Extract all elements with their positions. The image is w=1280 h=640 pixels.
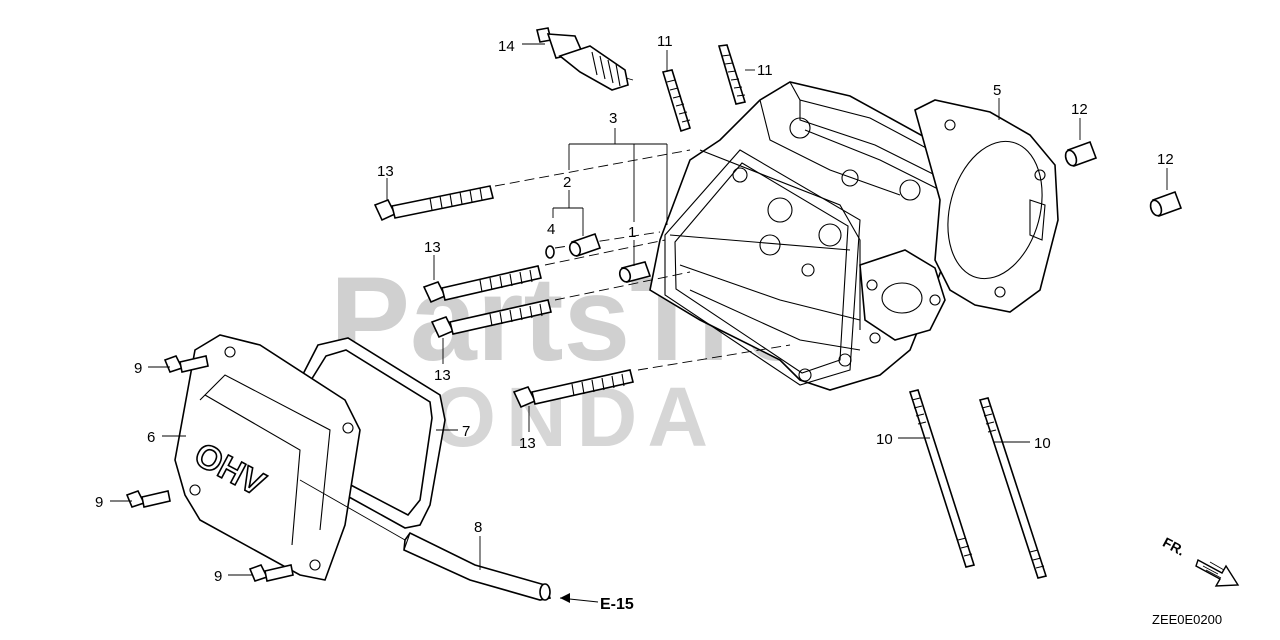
section-reference: E-15: [560, 593, 634, 613]
leader-lines: [110, 43, 1168, 603]
callout-11-right: 11: [757, 62, 773, 79]
callout-9-bottom: 9: [214, 568, 222, 585]
callout-9-top: 9: [134, 360, 142, 377]
callout-13-lower: 13: [434, 367, 451, 384]
small-parts: [545, 232, 652, 283]
callout-13-middle: 13: [424, 239, 441, 256]
reference-e15: E-15: [600, 596, 634, 613]
studs-10: [908, 389, 1048, 579]
dowel-pins-12: [1064, 140, 1183, 218]
callout-13-top: 13: [377, 163, 394, 180]
breather-tube: [299, 479, 552, 601]
diagram-code: ZEE0E0200: [1152, 612, 1222, 627]
callout-8: 8: [474, 519, 482, 536]
flange-bolts-9: [125, 355, 294, 582]
head-gasket: [914, 99, 1059, 313]
front-indicator: FR.: [1160, 534, 1240, 587]
callout-12-upper: 12: [1071, 101, 1088, 118]
callout-9-middle: 9: [95, 494, 103, 511]
callout-1: 1: [628, 224, 636, 241]
callout-11-left: 11: [657, 33, 673, 50]
callout-7: 7: [462, 423, 470, 440]
callout-3: 3: [609, 110, 617, 127]
front-arrow-icon: [1195, 558, 1240, 587]
callout-12-lower: 12: [1157, 151, 1174, 168]
callout-14: 14: [498, 38, 515, 55]
spark-plug: [536, 27, 634, 91]
flange-bolts-13: [373, 185, 634, 409]
callout-10-right: 10: [1034, 435, 1051, 452]
callout-13-bottom: 13: [519, 435, 536, 452]
cylinder-head: [649, 81, 946, 391]
callout-2: 2: [563, 174, 571, 191]
head-cover: OHV: [174, 334, 361, 581]
callout-5: 5: [993, 82, 1001, 99]
callout-4: 4: [547, 221, 555, 238]
callout-10-left: 10: [876, 431, 893, 448]
front-label: FR.: [1160, 534, 1187, 559]
stud-bolts-11: [661, 44, 747, 133]
callouts: 14 11 11 5 12 12 3 2 4 1 13 13 13 13 9 9…: [95, 33, 1174, 585]
callout-6: 6: [147, 429, 155, 446]
o-ring: [545, 245, 555, 259]
